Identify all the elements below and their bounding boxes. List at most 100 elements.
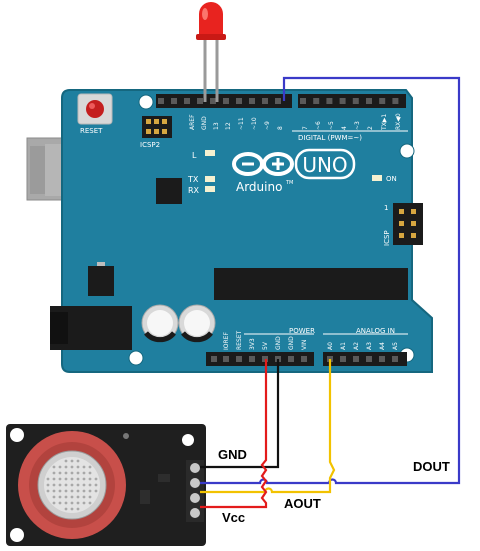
mesh-dot: [52, 489, 56, 493]
mesh-dot: [76, 465, 80, 469]
rx-label: RX: [188, 186, 200, 195]
usb-chip: [156, 178, 182, 204]
board-pcb: [61, 89, 433, 373]
mesh-dot: [70, 501, 74, 505]
reset-button[interactable]: [77, 93, 113, 125]
analog-header: [323, 352, 407, 366]
vcc-label: Vcc: [222, 510, 245, 525]
mesh-dot: [46, 489, 50, 493]
mesh-dot: [76, 459, 80, 463]
mesh-dot: [76, 483, 80, 487]
mesh-dot: [82, 483, 86, 487]
capacitor: [141, 304, 179, 343]
header-socket: [379, 98, 386, 104]
header-socket: [236, 98, 242, 104]
mesh-dot: [52, 465, 56, 469]
led-l-label: L: [192, 151, 197, 160]
header-socket: [249, 356, 255, 362]
header-socket: [184, 98, 190, 104]
header-socket: [366, 356, 372, 362]
mesh-dot: [46, 477, 50, 481]
mesh-dot: [70, 495, 74, 499]
mesh-dot: [52, 471, 56, 475]
header-socket: [288, 356, 294, 362]
mesh-dot: [88, 495, 92, 499]
wires: [200, 76, 461, 509]
mesh-dot: [88, 483, 92, 487]
gnd-label: GND: [218, 447, 247, 462]
mesh-dot: [76, 477, 80, 481]
mesh-dot: [76, 507, 80, 511]
power-label: POWER: [289, 327, 315, 335]
mesh-dot: [58, 465, 62, 469]
gas-sensor-module: [6, 424, 206, 546]
digital-pin-label: ~10: [251, 117, 258, 130]
mesh-dot: [70, 507, 74, 511]
header-socket: [275, 98, 281, 104]
mesh-dot: [64, 471, 68, 475]
header-socket: [158, 98, 164, 104]
mesh-dot: [70, 477, 74, 481]
mesh-dot: [70, 483, 74, 487]
mesh-dot: [52, 483, 56, 487]
sensor-pins: [186, 460, 204, 522]
icsp-header: [393, 203, 423, 245]
mesh-dot: [58, 501, 62, 505]
icsp-pin1-label: 1: [384, 204, 388, 212]
power-pin-label: 3V3: [249, 338, 256, 350]
power-pin-label: GND: [288, 336, 295, 350]
dout-label: DOUT: [413, 459, 450, 474]
mesh-dot: [64, 459, 68, 463]
header-socket: [171, 98, 177, 104]
mesh-dot: [88, 501, 92, 505]
mesh-dot: [64, 495, 68, 499]
header-socket: [223, 356, 229, 362]
power-header: [206, 352, 314, 366]
header-socket: [392, 98, 399, 104]
header-socket: [210, 98, 216, 104]
power-pin-label: 5V: [262, 341, 269, 350]
digital-pin-label: GND: [201, 116, 208, 130]
digital-pin-label: AREF: [189, 114, 196, 130]
mesh-dot: [58, 477, 62, 481]
analog-pin-label: A4: [379, 342, 386, 350]
icsp-label: ICSP: [383, 230, 391, 246]
mesh-dot: [52, 477, 56, 481]
digital-label: DIGITAL (PWM=~): [298, 134, 362, 142]
header-socket: [352, 98, 359, 104]
mesh-dot: [88, 489, 92, 493]
icsp2-label: ICSP2: [140, 141, 160, 149]
digital-pin-label: 12: [225, 122, 232, 130]
analog-in-label: ANALOG IN: [356, 327, 395, 335]
mesh-dot: [58, 495, 62, 499]
capacitor: [178, 304, 216, 343]
mesh-dot: [64, 507, 68, 511]
mesh-dot: [76, 489, 80, 493]
power-jack: [50, 306, 132, 350]
mesh-dot: [94, 489, 98, 493]
digital-pin-label: ~9: [264, 121, 271, 130]
mesh-dot: [52, 501, 56, 505]
header-socket: [326, 98, 333, 104]
mesh-dot: [76, 495, 80, 499]
mount-hole: [128, 350, 144, 366]
header-socket: [392, 356, 398, 362]
digital-pin-label: 4: [341, 126, 348, 130]
analog-pin-label: A5: [392, 342, 399, 350]
digital-pin-label: 13: [213, 122, 220, 130]
mesh-dot: [64, 465, 68, 469]
mesh-dot: [64, 489, 68, 493]
mesh-dot: [82, 465, 86, 469]
mesh-dot: [58, 471, 62, 475]
reset-label: RESET: [80, 127, 103, 135]
mesh-dot: [82, 489, 86, 493]
tx-label: TX: [187, 175, 199, 184]
analog-pin-label: A3: [366, 342, 373, 350]
mesh-dot: [88, 471, 92, 475]
header-socket: [197, 98, 203, 104]
mesh-dot: [64, 477, 68, 481]
mesh-dot: [70, 459, 74, 463]
